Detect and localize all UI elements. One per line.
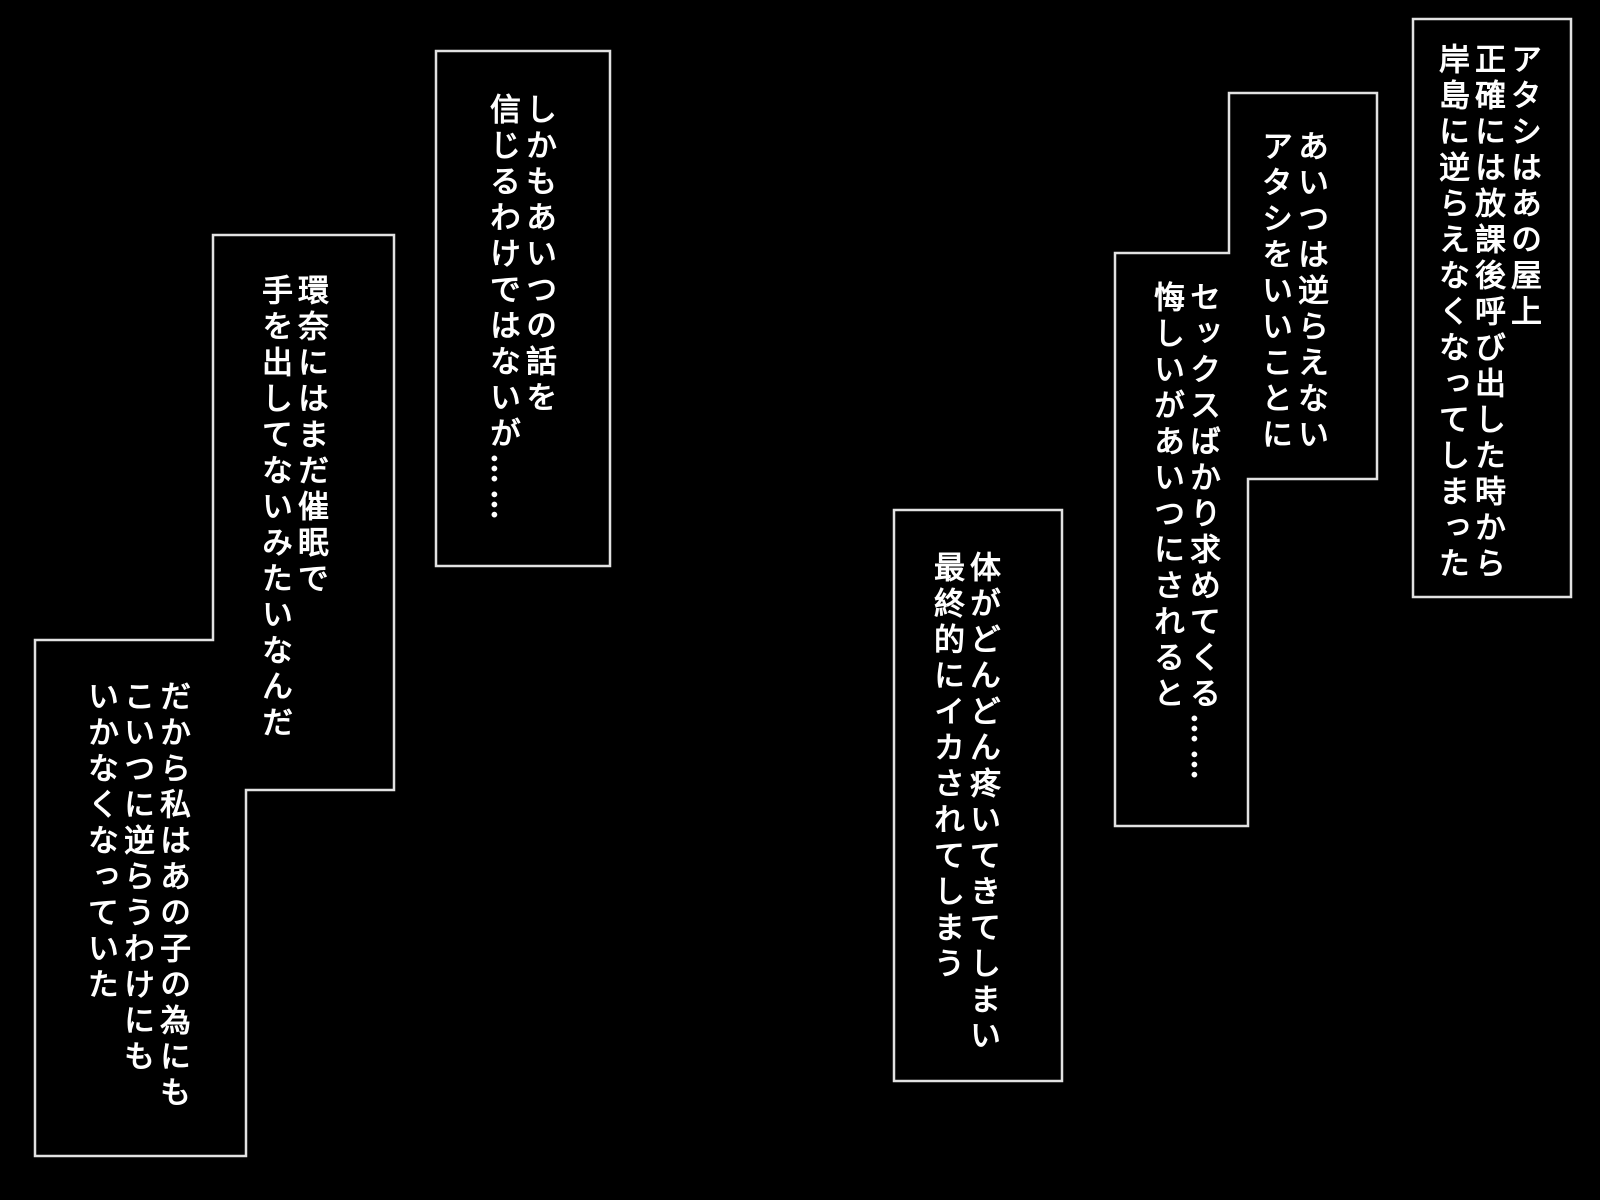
panel-right-group-border [1113,91,1379,828]
text-panel-top-right: アタシはあの屋上 正確には放課後呼び出した時から 岸島に逆らえなくなってしまった [1433,43,1541,583]
panel-center-top-border [434,49,612,568]
text-panel-left-bottom: だから私はあの子の為にも こいつに逆らうわけにも いかなくなっていた [82,680,190,1112]
text-panel-left-middle: 環奈にはまだ催眠で 手を出してないみたいなんだ [256,274,328,742]
text-panel-right-upper: あいつは逆らえない アタシをいいことに [1256,130,1328,454]
text-panel-center-bottom: 体がどんどん疼いてきてしまい 最終的にイカされてしまう [928,551,1000,1055]
text-panel-right-lower: セックスばかり求めてくる…… 悔しいがあいつにされると [1148,281,1220,785]
panel-top-right-border [1411,17,1573,599]
panel-left-group-border [33,233,396,1158]
panel-center-bottom-border [892,508,1064,1083]
text-panel-center-top: しかもあいつの話を 信じるわけではないが…… [484,93,556,525]
